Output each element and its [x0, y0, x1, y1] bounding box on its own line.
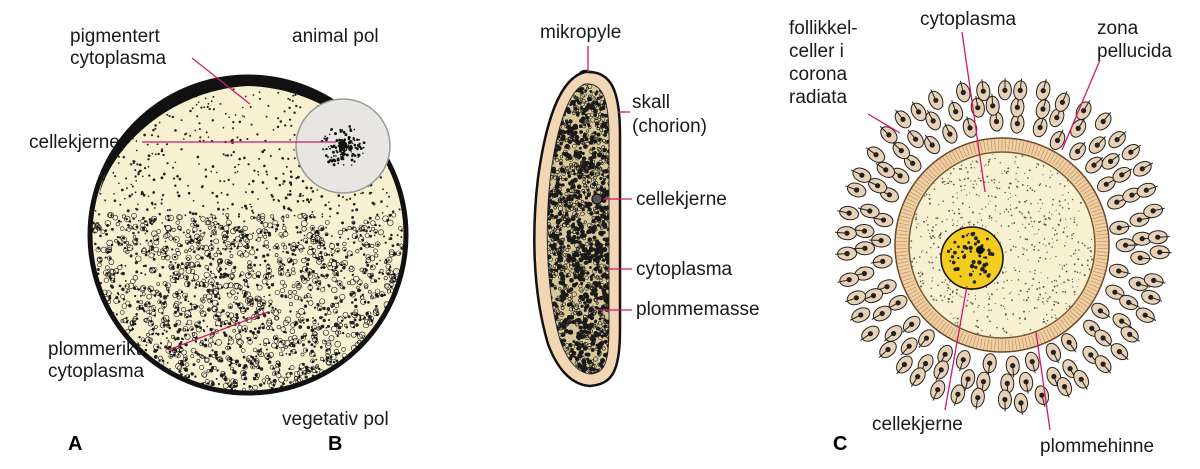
leader-pigment — [191, 57, 251, 105]
label-nucleus-b: cellekjerne — [636, 189, 727, 210]
label-cytoplasm-c: cytoplasma — [920, 9, 1017, 30]
leader-membrane — [1035, 331, 1051, 431]
leader-zona — [1061, 59, 1101, 151]
micropyle-notch — [579, 69, 592, 74]
panel-letter-c: C — [833, 433, 847, 455]
corona-radiata-cells — [834, 78, 1172, 415]
leader-nucleus-c — [944, 285, 968, 411]
leader-cytoplasm-c — [961, 31, 986, 193]
label-follicle-cells: follikkel- celler i corona radiata — [789, 18, 863, 108]
egg-a-stipple — [91, 80, 404, 391]
panel-b: mikropyle skall (chorion) cellekjerne cy… — [328, 22, 760, 455]
leader-follicle — [867, 113, 901, 134]
label-yolk-rich-cytoplasm: plommerikt cytoplasma — [48, 339, 146, 382]
panel-letter-b: B — [328, 433, 342, 455]
egg-b-nucleus — [591, 193, 603, 205]
panel-letter-a: A — [68, 433, 82, 455]
label-animal-pole: animal pol — [292, 26, 379, 47]
egg-c-chromatin — [946, 231, 995, 284]
label-nucleus-c: cellekjerne — [872, 414, 963, 435]
egg-c-cytoplasm-stipple — [910, 153, 1094, 337]
egg-a-nucleolus — [320, 125, 366, 167]
zona-striations — [896, 139, 1108, 351]
label-vitelline-membrane: plommehinne — [1040, 436, 1154, 457]
label-nucleus-a: cellekjerne — [29, 132, 120, 153]
label-yolk-mass: plommemasse — [636, 299, 760, 320]
label-cytoplasm-b: cytoplasma — [636, 259, 733, 280]
leader-yolk-rich — [167, 311, 269, 351]
egg-a-outline — [87, 74, 409, 396]
panel-a: pigmentert cytoplasma animal pol cellekj… — [29, 26, 409, 455]
panel-c: follikkel- celler i corona radiata cytop… — [789, 9, 1172, 457]
vitelline-membrane — [908, 151, 1096, 339]
label-micropyle: mikropyle — [540, 22, 621, 43]
label-vegetal-pole: vegetativ pol — [282, 409, 389, 430]
label-zona-pellucida: zona pellucida — [1097, 18, 1172, 62]
egg-c-nucleus — [940, 226, 1004, 290]
label-pigmented-cytoplasm: pigmentert cytoplasma — [70, 26, 167, 69]
label-shell: skall (chorion) — [632, 92, 707, 137]
